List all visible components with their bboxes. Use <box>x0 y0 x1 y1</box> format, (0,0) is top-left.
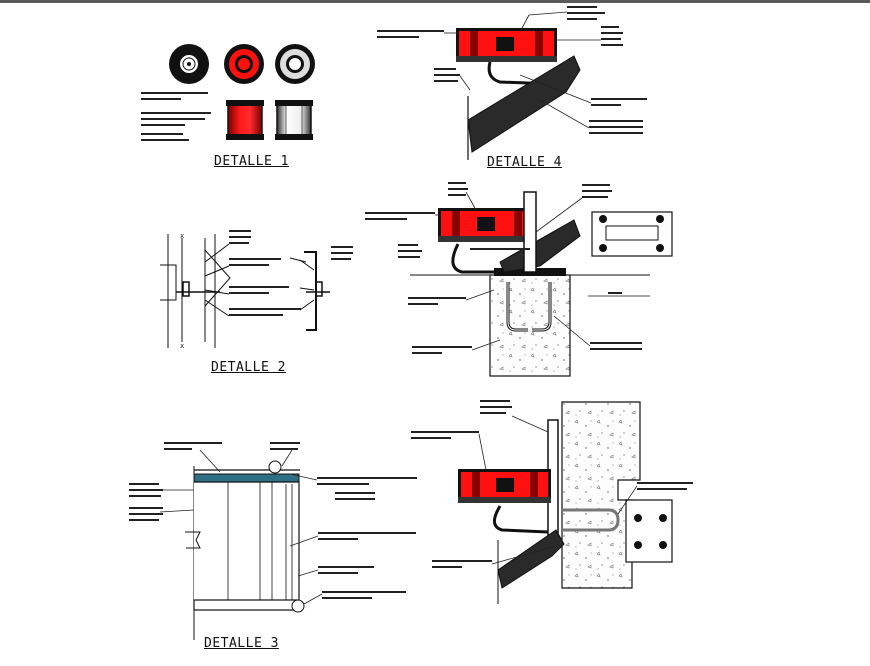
d4-leaders <box>444 11 601 129</box>
d4-bracket <box>487 61 555 86</box>
d4-beam <box>467 55 581 153</box>
fender-front-view-black <box>169 44 209 84</box>
detalle-1-title: DETALLE 1 <box>214 154 289 169</box>
detalle-2-title: DETALLE 2 <box>211 360 286 375</box>
plate-bolts-1 <box>599 215 664 252</box>
svg-text:x: x <box>180 232 184 240</box>
post <box>523 191 537 273</box>
detalle-bottom-right-group <box>411 400 693 604</box>
d-bot-notes <box>411 400 693 568</box>
detalle-3-title: DETALLE 3 <box>204 636 279 651</box>
d-mid-notes <box>365 182 642 354</box>
detalle-3-group <box>129 442 417 640</box>
detalle-4-group <box>377 6 647 160</box>
svg-text:x: x <box>180 342 184 350</box>
d4-fender <box>456 28 557 62</box>
d3-notes <box>129 442 417 599</box>
fender-front-view-grey <box>275 44 315 84</box>
detalle-4-title: DETALLE 4 <box>487 155 562 170</box>
tank-body <box>194 481 300 605</box>
fender-side-view-grey <box>275 100 313 140</box>
fender-front-view-red <box>224 44 264 84</box>
u-anchor <box>562 508 620 532</box>
base-plate-plan-2 <box>625 499 673 563</box>
d-mid-fender <box>438 208 535 242</box>
d4-notes <box>377 6 647 134</box>
water-surface <box>193 473 300 483</box>
detalle-middle-right-group <box>365 182 673 377</box>
d-bot-fender <box>458 469 551 503</box>
plate-bolts-2 <box>634 514 667 549</box>
detalle-1-notes <box>141 92 211 141</box>
detalle-1-group <box>141 44 315 141</box>
concrete-block-2 <box>561 401 641 589</box>
concrete-block-1 <box>489 274 571 377</box>
top-border <box>0 0 870 3</box>
fender-side-view-red <box>226 100 264 140</box>
detalle-2-group: x x <box>160 230 353 350</box>
